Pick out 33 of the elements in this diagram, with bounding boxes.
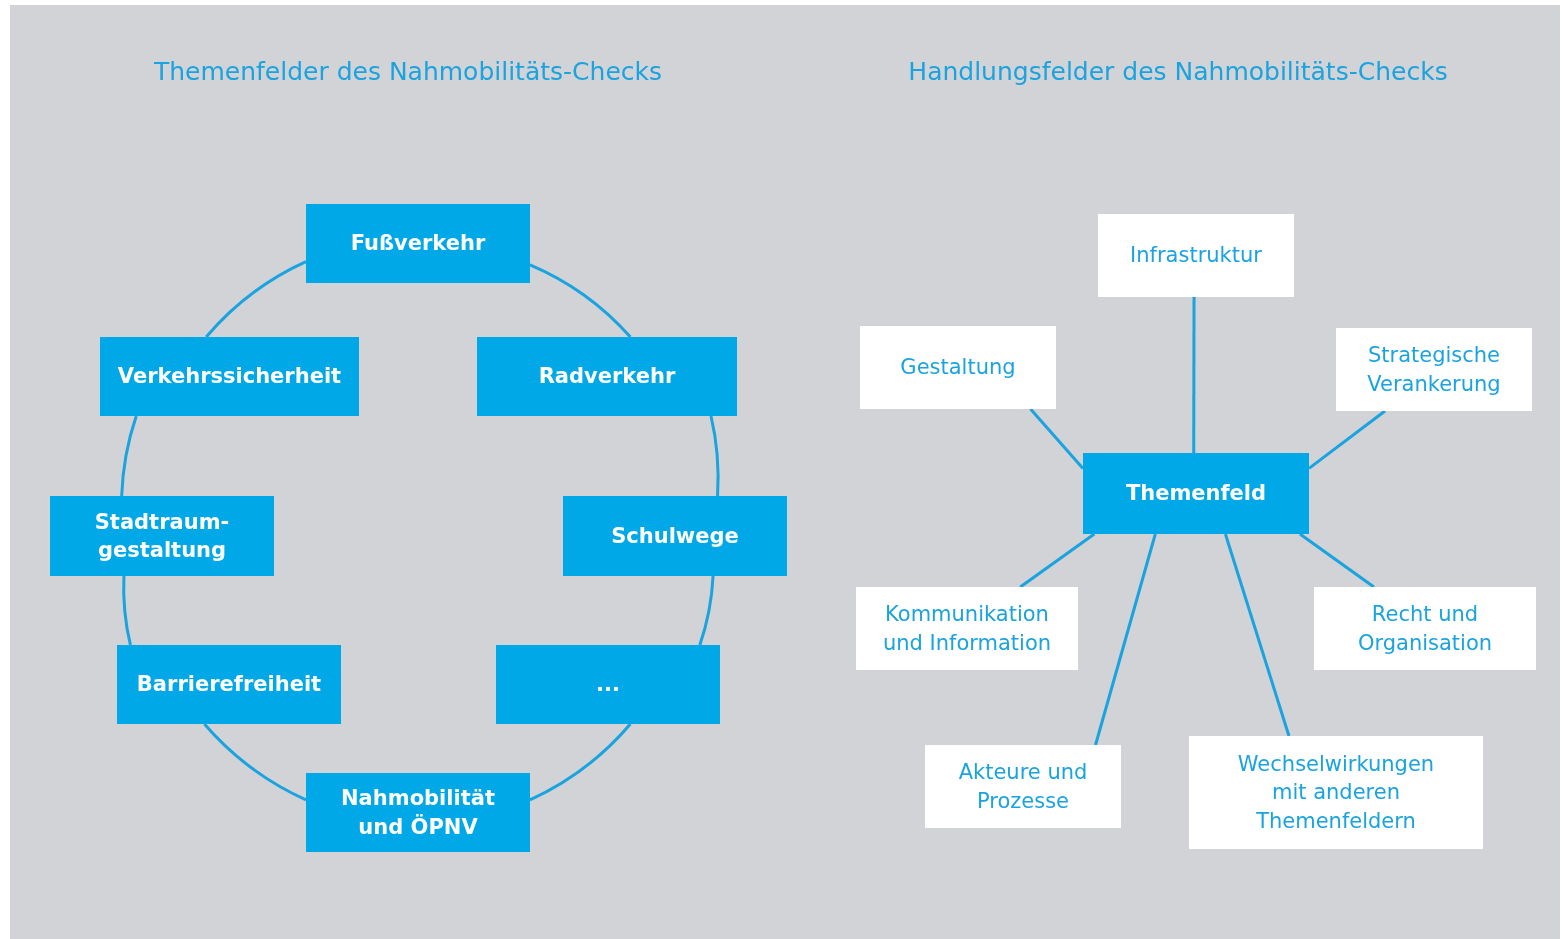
connector-line xyxy=(709,415,720,497)
topic-box: Nahmobilität und ÖPNV xyxy=(306,773,530,852)
topic-box: Barrierefreiheit xyxy=(117,645,341,724)
section-heading: Handlungsfelder des Nahmobilitäts-Checks xyxy=(908,57,1448,86)
field-box: Kommunikation und Information xyxy=(856,587,1078,670)
connector-line xyxy=(1223,533,1291,737)
field-box: Wechselwirkungen mit anderen Themenfeldern xyxy=(1189,736,1483,849)
topic-box: ... xyxy=(496,645,720,724)
field-box: Gestaltung xyxy=(860,326,1056,409)
field-box: Infrastruktur xyxy=(1098,214,1294,297)
field-box: Akteure und Prozesse xyxy=(925,745,1121,828)
connector-line xyxy=(529,263,632,338)
connector-line xyxy=(1019,532,1096,589)
topic-box: Fußverkehr xyxy=(306,204,530,283)
connector-line xyxy=(122,575,132,646)
connector-line xyxy=(1192,297,1196,453)
topic-box: Themenfeld xyxy=(1083,453,1309,534)
connector-line xyxy=(1094,533,1157,746)
connector-line xyxy=(529,723,632,802)
field-box: Strategische Verankerung xyxy=(1336,328,1532,411)
topic-box: Stadtraum- gestaltung xyxy=(50,496,274,576)
connector-line xyxy=(1029,408,1085,470)
topic-box: Schulwege xyxy=(563,496,787,576)
connector-line xyxy=(1308,409,1386,470)
connector-line xyxy=(205,260,307,338)
field-box: Recht und Organisation xyxy=(1314,587,1536,670)
connector-line xyxy=(698,575,715,646)
topic-box: Radverkehr xyxy=(477,337,737,416)
topic-box: Verkehrssicherheit xyxy=(100,337,359,416)
section-heading: Themenfelder des Nahmobilitäts-Checks xyxy=(154,57,662,86)
connector-line xyxy=(120,415,138,497)
connector-line xyxy=(1299,532,1375,589)
connector-line xyxy=(203,723,307,802)
